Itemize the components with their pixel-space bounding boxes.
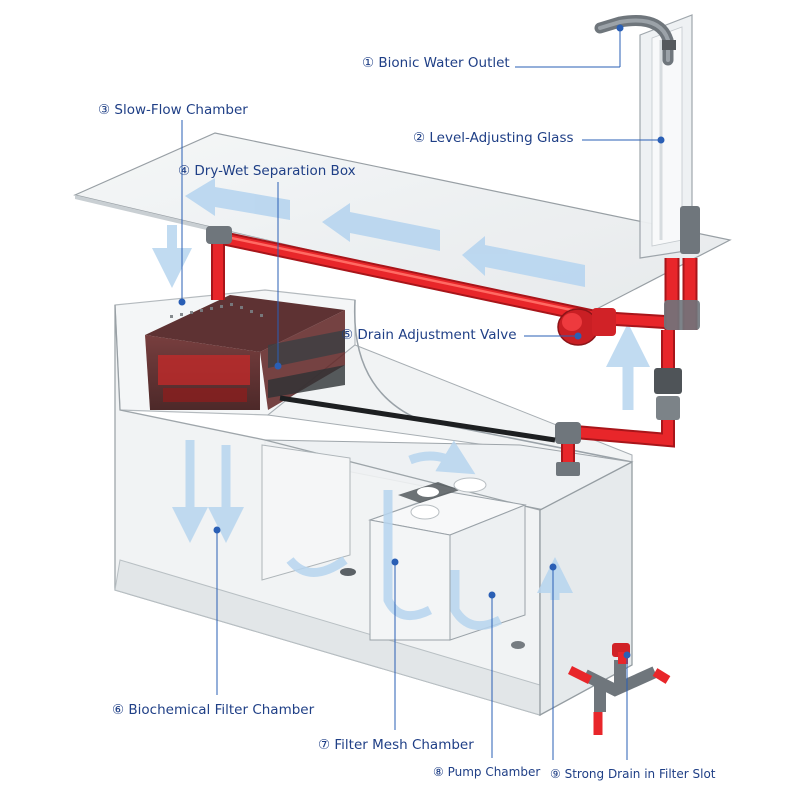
- label-level-adjusting-glass: ② Level-Adjusting Glass: [413, 130, 574, 146]
- label-pump-chamber: ⑧ Pump Chamber: [433, 765, 541, 779]
- bionic-water-outlet: [594, 15, 676, 66]
- dry-wet-separation-box: [145, 295, 345, 410]
- flow-arrows-top: [185, 178, 585, 287]
- label-slow-flow-chamber: ③ Slow-Flow Chamber: [98, 102, 248, 118]
- label-biochemical-filter-chamber: ⑥ Biochemical Filter Chamber: [112, 702, 315, 718]
- strong-drain-valve: [567, 643, 671, 735]
- label-filter-mesh-chamber: ⑦ Filter Mesh Chamber: [318, 737, 474, 753]
- label-dry-wet-separation-box: ④ Dry-Wet Separation Box: [178, 163, 356, 179]
- label-bionic-water-outlet: ① Bionic Water Outlet: [362, 55, 510, 71]
- label-drain-adjustment-valve: ⑤ Drain Adjustment Valve: [341, 327, 517, 343]
- label-strong-drain-in-filter-slot: ⑨ Strong Drain in Filter Slot: [550, 767, 716, 781]
- leader-lines: [178, 24, 665, 760]
- flow-arrows-tank: [152, 225, 650, 631]
- drain-adjustment-valve: [557, 308, 616, 346]
